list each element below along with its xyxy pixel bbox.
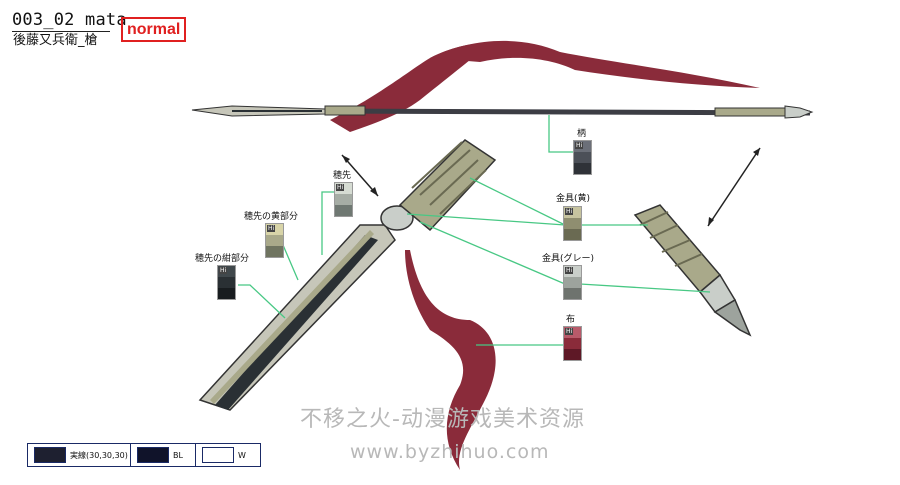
guide-lines [238,115,711,346]
line-color-legend: 実線(30,30,30) BL W [27,443,261,467]
legend-chip [202,447,234,463]
legend-label: W [238,450,246,460]
watermark-text: 不移之火-动漫游戏美术资源 [300,407,585,432]
callout-label-fitting-yellow: 金具(黄) [556,194,591,204]
ribbon-closeup [405,250,496,470]
collar-top [324,105,366,116]
legend-item-bl: BL [130,444,195,466]
swatch-tip-yellow: Hi [265,223,284,258]
header-underline [12,31,110,32]
legend-chip [137,447,169,463]
grip-closeup [398,139,497,232]
legend-label: 実線(30,30,30) [70,450,128,460]
swatch-cloth: Hi [563,326,582,361]
hi-tag: Hi [565,328,574,335]
callout-label-tip-yellow: 穂先の黄部分 [244,212,299,222]
hi-tag: Hi [267,225,276,232]
callout-label-tip: 穂先 [333,171,352,181]
callout-label-shaft: 柄 [577,129,587,139]
legend-label: BL [173,450,183,460]
watermark-url: www.byzhihuo.com [350,441,550,463]
swatch-tip: Hi [334,182,353,217]
callout-label-fitting-gray: 金具(グレー) [542,254,595,264]
full-spear [191,40,814,132]
spearhead-closeup [198,139,497,470]
legend-item-solid-line: 実線(30,30,30) [28,444,130,466]
hi-tag: Hi [336,184,345,191]
butt-closeup [633,204,752,337]
hi-tag: Hi [565,208,574,215]
mode-badge: normal [121,17,187,42]
header-item-name: 後藤又兵衛_槍 [13,33,98,48]
butt-cap [784,105,814,119]
hi-tag: Hi [219,267,228,274]
legend-chip [34,447,66,463]
callout-label-cloth: 布 [566,315,576,325]
collar-closeup [380,205,414,231]
swatch-shaft: Hi [573,140,592,175]
swatch-tip-navy: Hi [217,265,236,300]
legend-item-w: W [195,444,260,466]
swatch-fitting-yellow: Hi [563,206,582,241]
hi-tag: Hi [575,142,584,149]
swatch-fitting-gray: Hi [563,265,582,300]
callout-label-tip-navy: 穂先の紺部分 [195,254,250,264]
header-sheet-id: 003_02 mata [12,10,127,30]
hi-tag: Hi [565,267,574,274]
butt-grip [714,107,786,117]
